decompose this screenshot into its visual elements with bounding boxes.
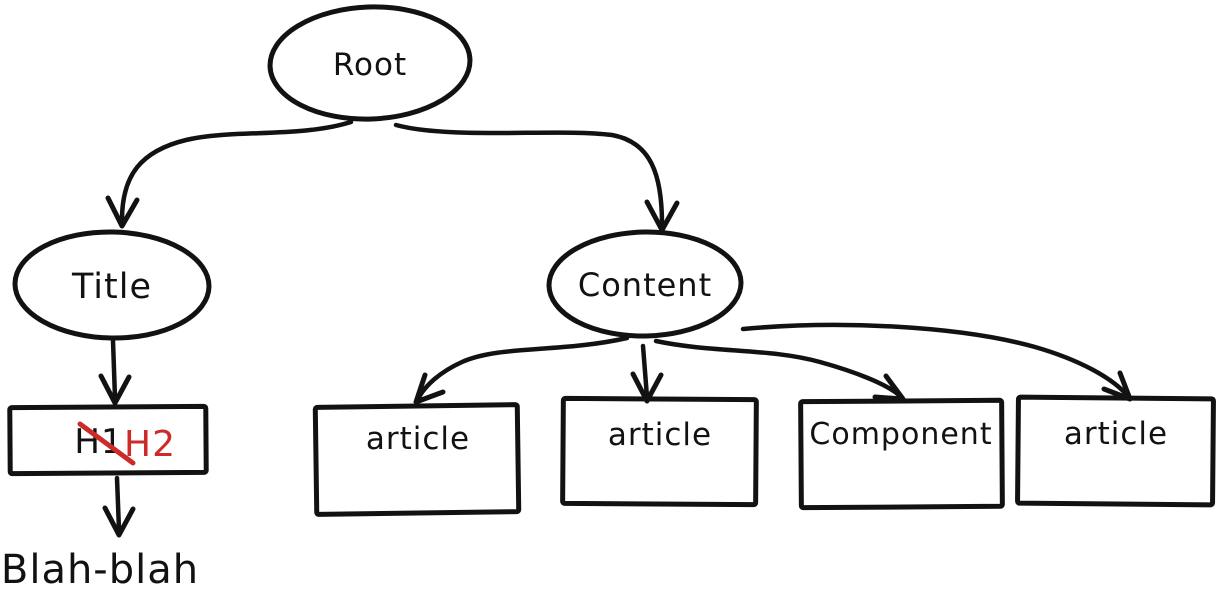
node-content: Content — [546, 229, 744, 339]
edge-root-title — [105, 119, 354, 229]
node-article1: article — [312, 402, 522, 517]
node-article3: article — [1015, 394, 1216, 508]
node-blah: Blah-blah — [1, 547, 199, 593]
node-root: Root — [267, 4, 473, 122]
red-strikethrough — [77, 421, 136, 466]
article3-label: article — [1064, 416, 1168, 452]
node-article2: article — [560, 395, 759, 508]
edge-content-article2 — [630, 343, 664, 404]
edge-title-heading — [98, 338, 132, 406]
blah-label: Blah-blah — [1, 547, 199, 593]
edge-content-article1 — [413, 335, 630, 405]
heading-box — [7, 403, 209, 477]
content-label: Content — [578, 266, 712, 304]
root-label: Root — [333, 47, 407, 83]
article2-box — [560, 395, 759, 508]
edge-content-article3 — [740, 322, 1133, 402]
content-ellipse — [546, 229, 744, 339]
node-title: Title — [12, 229, 212, 341]
component-box — [798, 397, 1005, 511]
article1-label: article — [366, 421, 470, 457]
heading-new-label: H2 — [124, 424, 176, 465]
edge-content-component — [653, 338, 906, 402]
title-label: Title — [71, 267, 152, 307]
node-component: Component — [798, 397, 1005, 511]
article1-box — [312, 402, 522, 517]
title-ellipse — [12, 229, 212, 341]
edge-heading-blah — [102, 475, 136, 538]
node-heading: H1 H2 — [7, 403, 209, 477]
root-ellipse — [267, 4, 473, 122]
article3-box — [1015, 394, 1216, 508]
component-label: Component — [809, 417, 992, 452]
edge-root-content — [393, 122, 680, 233]
article2-label: article — [608, 417, 712, 453]
